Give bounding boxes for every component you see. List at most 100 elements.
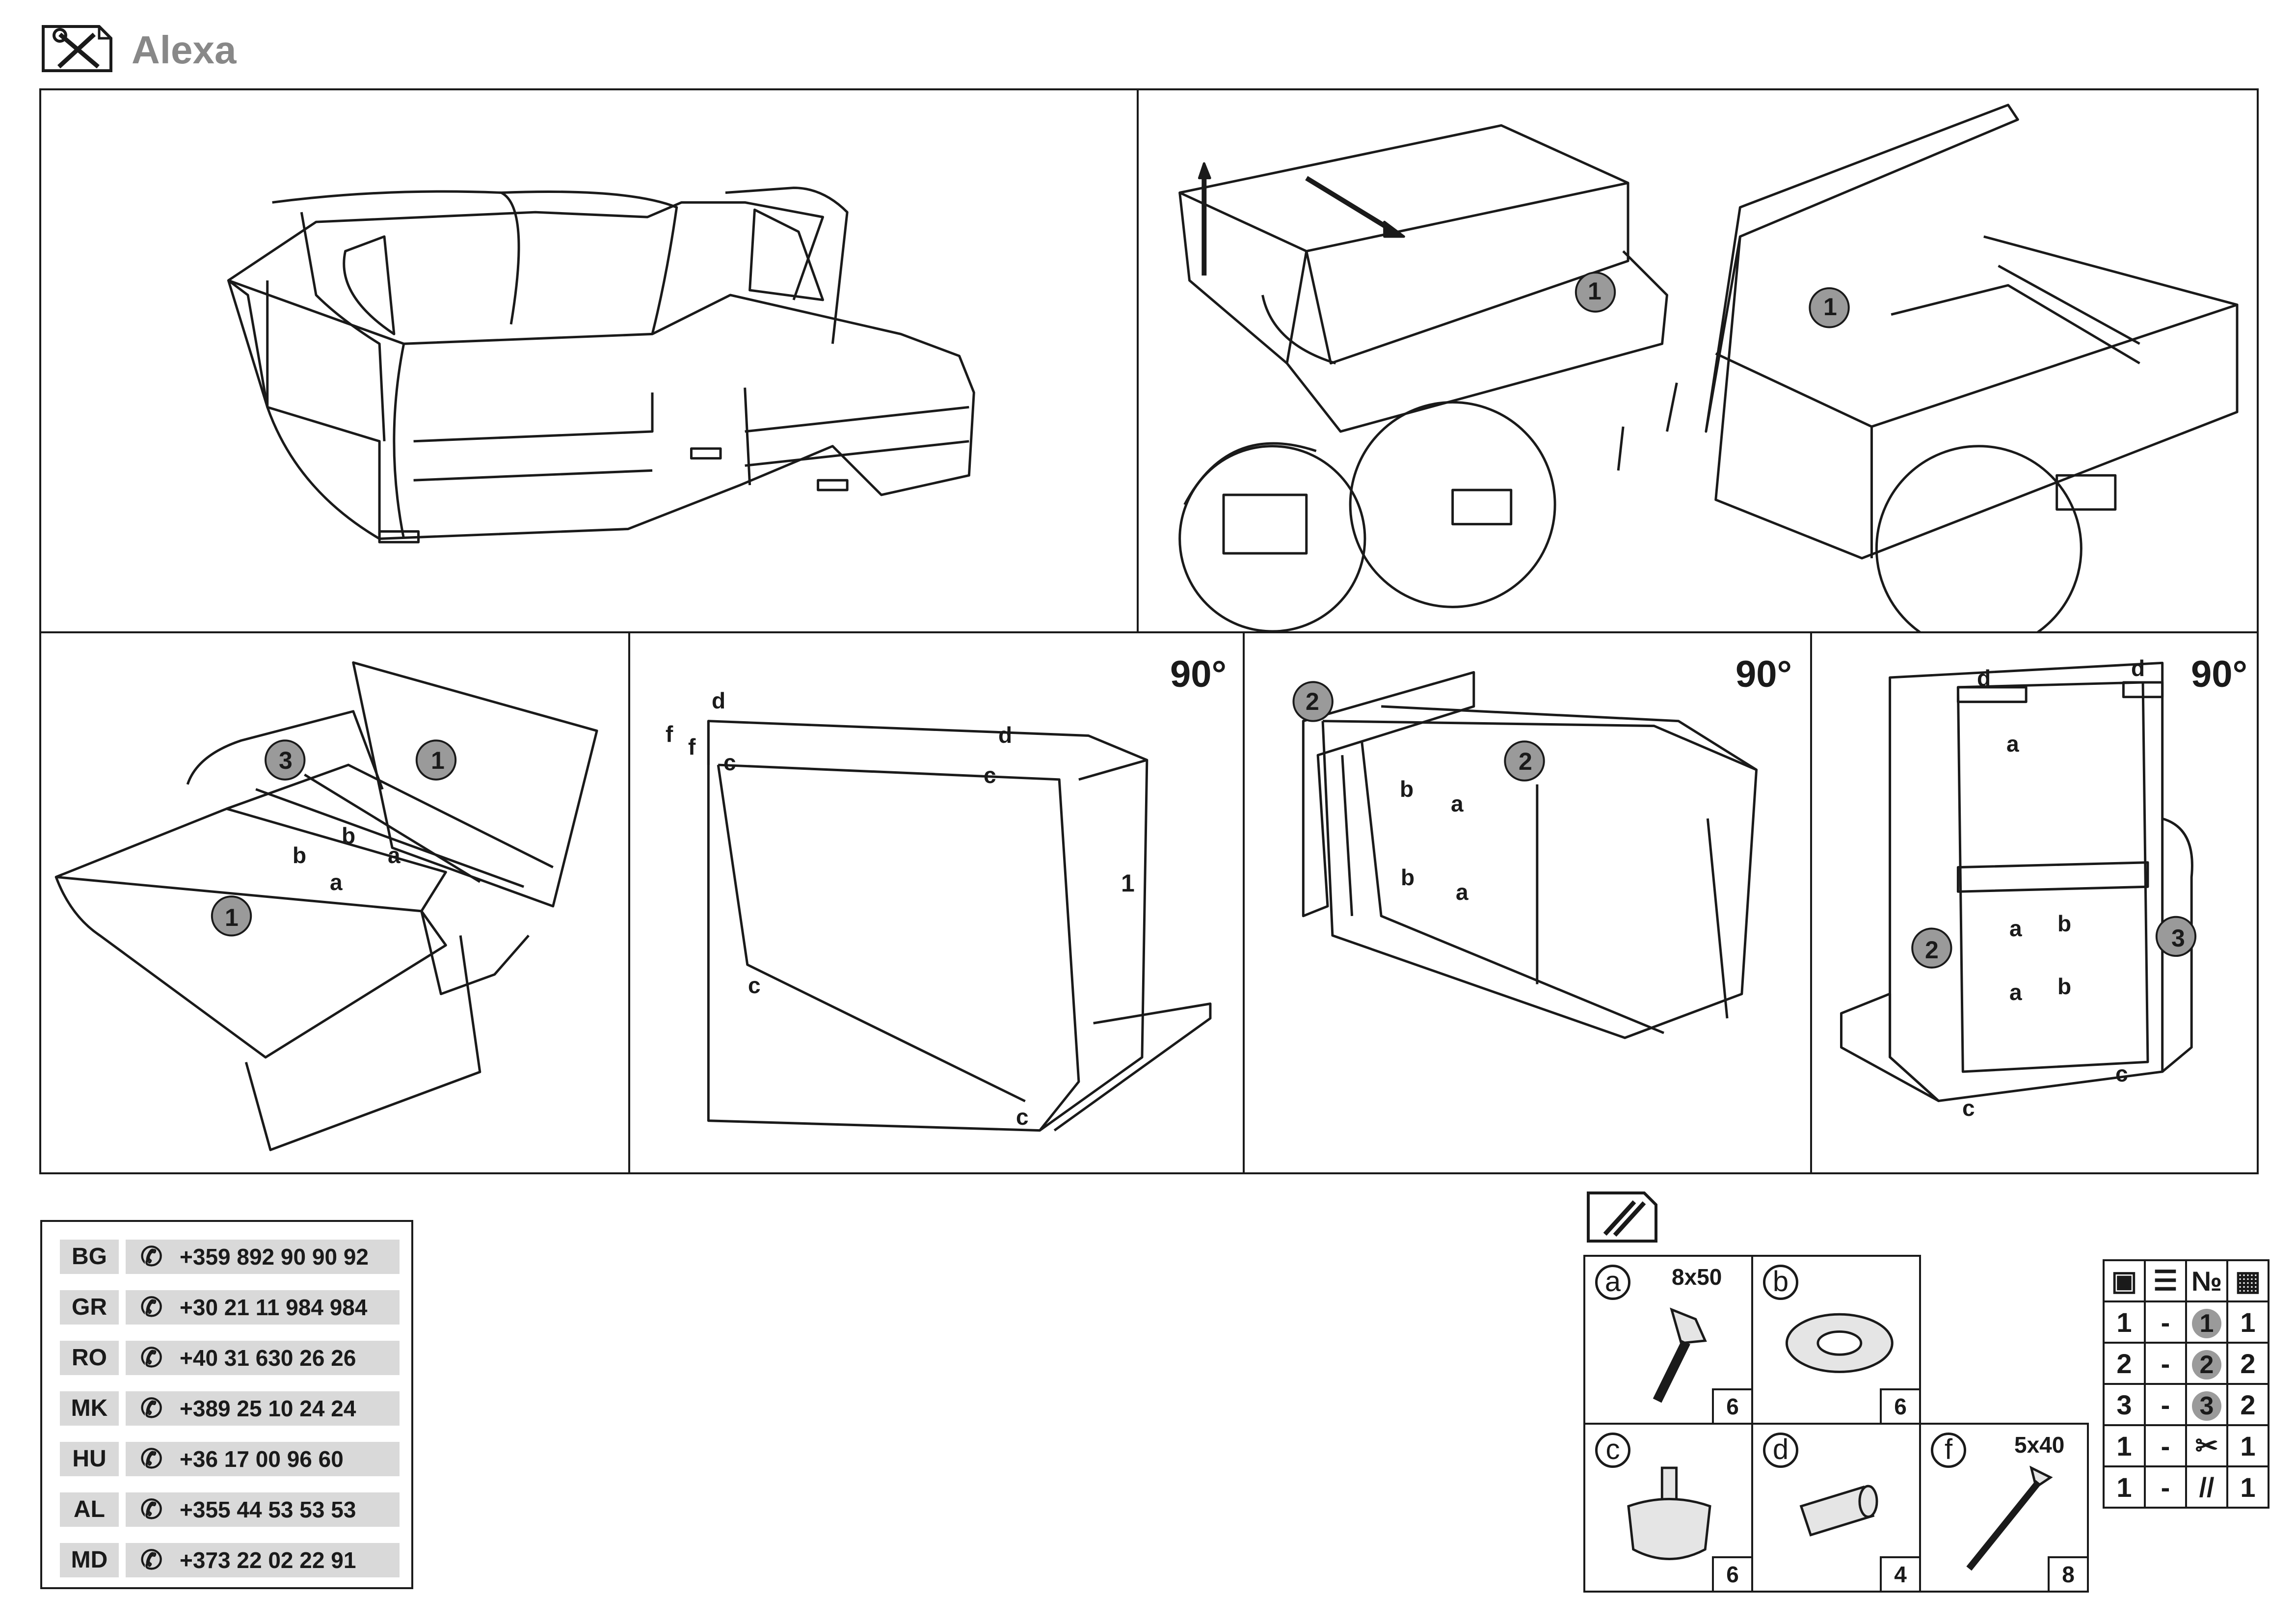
callout-label: 1	[1588, 277, 1602, 305]
callout-label: 1	[225, 904, 239, 931]
step4-illustration	[707, 720, 1212, 1132]
hardware-callout-label: b	[2057, 974, 2072, 999]
table-cell: -	[2144, 1424, 2187, 1467]
callout-label: 3	[2171, 924, 2185, 952]
hardware-callout-label: c	[723, 750, 736, 775]
hardware-callout-label: d	[2131, 655, 2145, 681]
hardware-count: 6	[1712, 1388, 1751, 1423]
table-cell: 1	[2226, 1465, 2269, 1509]
callout-label: 1	[431, 747, 445, 774]
hardware-count: 8	[2048, 1556, 2087, 1591]
hardware-letter: d	[1763, 1433, 1798, 1468]
hardware-callout-label: c	[1016, 1104, 1029, 1130]
hardware-callout-label: f	[688, 734, 696, 759]
country-code: AL	[60, 1492, 119, 1527]
table-row: 1 - // 1	[2103, 1465, 2269, 1509]
panel-open-storage: 1 1	[1137, 88, 2259, 633]
dowel-icon	[1799, 1485, 1878, 1537]
part-callout-1b	[1809, 287, 1850, 328]
hardware-callout-label: a	[1451, 791, 1464, 816]
hardware-callout-label: b	[1401, 865, 1415, 890]
phone-number-box: ✆+389 25 10 24 24	[126, 1391, 400, 1426]
washer-icon	[1785, 1313, 1894, 1373]
phone-icon: ✆	[140, 1545, 163, 1575]
hardware-callout-label: a	[2009, 979, 2022, 1005]
parts-grid-icon: ▦	[2226, 1259, 2269, 1302]
hardware-callout-label: b	[1400, 776, 1414, 802]
phone-number-box: ✆ +40 31 630 26 26	[126, 1341, 400, 1375]
hardware-letter: b	[1763, 1265, 1798, 1300]
hardware-size: 5x40	[2014, 1432, 2065, 1458]
country-code: HU	[60, 1442, 119, 1476]
step5-illustration	[1292, 671, 1758, 1039]
phone-number: +30 21 11 984 984	[180, 1295, 368, 1320]
phone-number-box: ✆+355 44 53 53 53	[126, 1492, 400, 1527]
phone-number: +40 31 630 26 26	[180, 1345, 356, 1371]
country-code: MD	[60, 1543, 119, 1577]
table-row: 1 - ✂ 1	[2103, 1424, 2269, 1467]
hardware-count: 4	[1880, 1556, 1919, 1591]
phone-number-box: ✆ +30 21 11 984 984	[126, 1290, 400, 1325]
panel-step-6: 90° 2 3 d d a a b a b c c	[1810, 631, 2259, 1174]
phone-number: +373 22 02 22 91	[180, 1547, 356, 1573]
table-header-row: ▣ ☰ № ▦	[2103, 1259, 2269, 1302]
bolt-icon	[1653, 1307, 1707, 1403]
table-cell: -	[2144, 1465, 2187, 1509]
hardware-letter: c	[1595, 1433, 1630, 1468]
table-row: 2 - 2 2	[2103, 1342, 2269, 1385]
tools-icon: ✂	[2185, 1424, 2228, 1467]
country-code: MK	[60, 1391, 119, 1426]
step3-illustration	[54, 661, 598, 1151]
phone-number-box: ✆ +359 892 90 90 92	[126, 1240, 400, 1274]
phone-icon: ✆	[140, 1293, 163, 1322]
table-cell: 1	[2226, 1300, 2269, 1344]
phone-icon: ✆	[140, 1444, 163, 1474]
callout-label: 3	[279, 747, 293, 774]
rotate-90-label: 90°	[2191, 653, 2247, 695]
foot-icon	[1627, 1466, 1711, 1560]
hardware-callout-label: c	[984, 762, 996, 788]
hardware-callout-label: b	[2057, 911, 2072, 936]
phone-number: +36 17 00 96 60	[180, 1446, 344, 1472]
hardware-cell-c: c 6	[1583, 1423, 1753, 1593]
hardware-callout-label: a	[388, 842, 400, 868]
hardware-callout-label: c	[2115, 1061, 2128, 1086]
phone-number: +359 892 90 90 92	[180, 1244, 369, 1270]
table-cell: 2	[2226, 1342, 2269, 1385]
panel-step-3: 3 1 1 b a b a	[39, 631, 630, 1174]
tools-icon	[40, 24, 114, 74]
table-cell: -	[2144, 1300, 2187, 1344]
phone-number: +355 44 53 53 53	[180, 1497, 356, 1522]
table-cell: 1	[2103, 1424, 2146, 1467]
storage-illustration	[1178, 104, 2239, 631]
table-row: 3 - 3 2	[2103, 1383, 2269, 1426]
number-sign: №	[2185, 1259, 2228, 1302]
phone-number-box: ✆ +36 17 00 96 60	[126, 1442, 400, 1476]
phone-icon: ✆	[140, 1343, 163, 1373]
hardware-cell-a: a 8x50 6	[1583, 1255, 1753, 1425]
part-number-badge: 1	[2192, 1308, 2221, 1338]
table-cell: 2	[2185, 1342, 2228, 1385]
panel-assembled-sofa	[39, 88, 1139, 633]
hardware-callout-label: a	[2006, 731, 2019, 757]
part-number-badge: 3	[2192, 1391, 2221, 1421]
hardware-callout-label: b	[342, 823, 356, 848]
hardware-callout-label: c	[748, 973, 761, 998]
hardware-callout-label: a	[330, 869, 343, 895]
fittings-icon	[1585, 1190, 1659, 1244]
hardware-letter: f	[1931, 1433, 1966, 1468]
step6-illustration	[1840, 661, 2197, 1102]
part-callout-1	[1575, 271, 1616, 313]
table-row: 1 - 1 1	[2103, 1300, 2269, 1344]
hardware-cell-b: b 6	[1751, 1255, 1921, 1425]
callout-label: 2	[1519, 748, 1532, 775]
table-cell: 3	[2103, 1383, 2146, 1426]
hardware-cell-f: f 5x40 8	[1919, 1423, 2089, 1593]
hardware-cell-d: d 4	[1751, 1423, 1921, 1593]
callout-label: 1	[1823, 293, 1837, 321]
hardware-size: 8x50	[1672, 1264, 1722, 1290]
phone-icon: ✆	[140, 1242, 163, 1272]
country-code: BG	[60, 1240, 119, 1274]
part-number-badge: 2	[2192, 1350, 2221, 1380]
table-cell: 2	[2226, 1383, 2269, 1426]
